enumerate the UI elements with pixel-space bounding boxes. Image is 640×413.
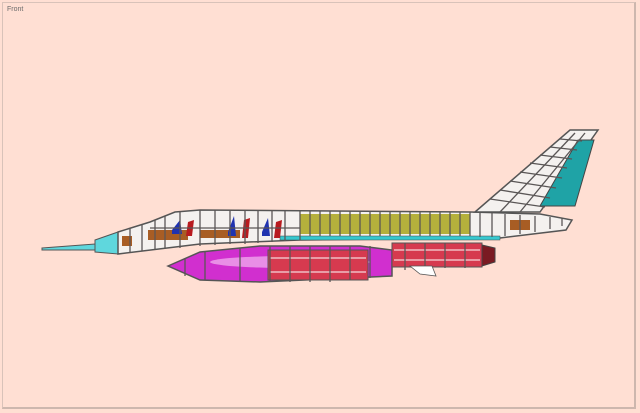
engine-section — [267, 249, 369, 281]
cargo-bay — [300, 214, 470, 234]
seat-blue — [262, 218, 270, 236]
floor-beam — [279, 235, 501, 241]
tail-ribs — [489, 132, 586, 213]
rudder — [539, 139, 595, 207]
ventral-fin — [408, 265, 437, 277]
pod-frames — [184, 243, 466, 282]
engine-exhaust — [481, 244, 496, 267]
crate — [148, 230, 188, 240]
nose-probe — [41, 243, 99, 251]
nose-cone — [94, 231, 119, 255]
crate — [122, 236, 132, 246]
fuselage-frames — [129, 210, 563, 252]
viewport-label[interactable]: Front — [7, 6, 24, 13]
engine-nacelle — [391, 242, 483, 268]
crate — [200, 230, 240, 238]
seat-red — [274, 220, 282, 238]
